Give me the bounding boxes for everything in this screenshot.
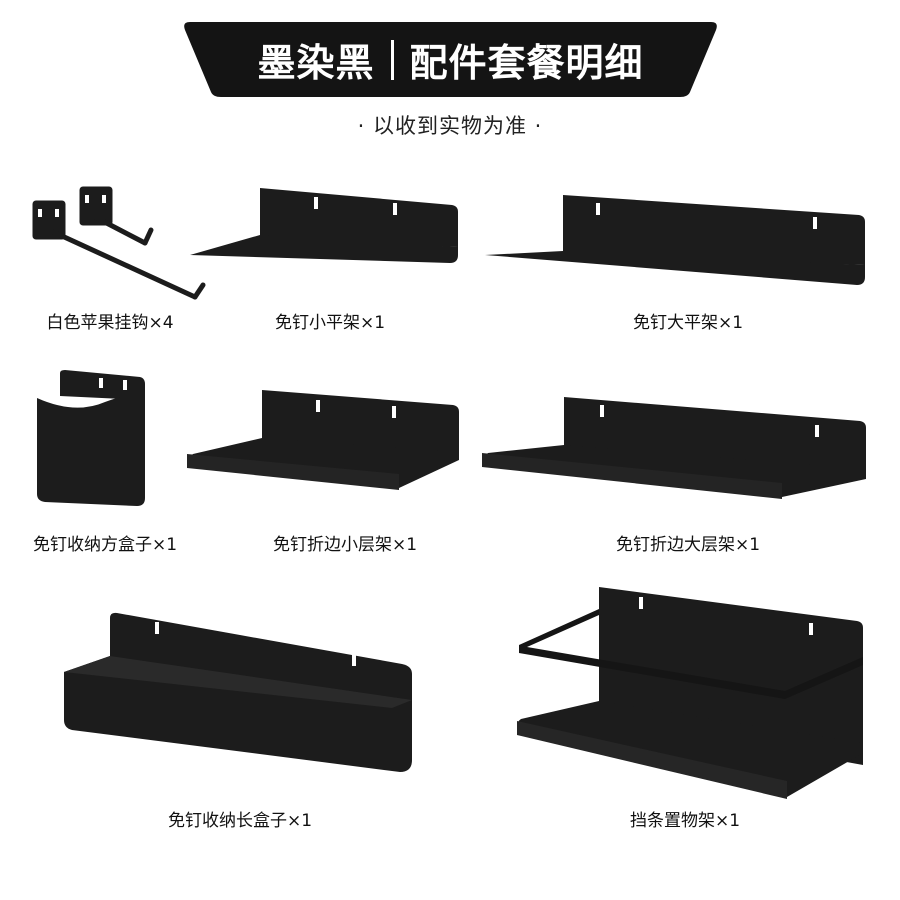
square-box-icon: [37, 370, 145, 506]
item-label: 挡条置物架×1: [629, 811, 741, 831]
item-small-lipped-shelf: [187, 388, 467, 493]
large-flat-shelf-icon: [485, 195, 865, 285]
small-flat-shelf-icon: [190, 188, 458, 263]
item-label: 免钉收纳长盒子×1: [167, 811, 313, 831]
item-rail-shelf: [515, 585, 870, 800]
hook-icon: [32, 186, 206, 300]
item-label: 白色苹果挂钩×4: [46, 313, 174, 333]
item-large-flat-shelf: [485, 193, 870, 288]
item-small-flat-shelf: [190, 185, 465, 275]
item-long-box: [62, 612, 420, 782]
item-large-lipped-shelf: [482, 395, 872, 500]
rail-shelf-icon: [517, 587, 863, 799]
subtitle-note: · 以收到实物为准 ·: [357, 114, 543, 138]
item-label: 免钉收纳方盒子×1: [32, 535, 178, 555]
title-divider: [390, 39, 394, 80]
page-title: 配件套餐明细: [409, 41, 644, 85]
item-label: 免钉折边大层架×1: [615, 535, 761, 555]
item-label: 免钉折边小层架×1: [272, 535, 418, 555]
small-lipped-shelf-icon: [187, 390, 459, 490]
item-label: 免钉大平架×1: [632, 313, 744, 333]
brand-name: 墨染黑: [257, 41, 375, 85]
item-square-box: [35, 370, 150, 510]
header-banner: 墨染黑 配件套餐明细: [182, 22, 719, 97]
long-box-icon: [64, 612, 412, 772]
large-lipped-shelf-icon: [482, 397, 866, 499]
banner-shape: [184, 22, 717, 97]
item-hooks: [25, 185, 215, 315]
banner-title: 墨染黑 配件套餐明细: [182, 22, 719, 97]
item-label: 免钉小平架×1: [274, 313, 386, 333]
